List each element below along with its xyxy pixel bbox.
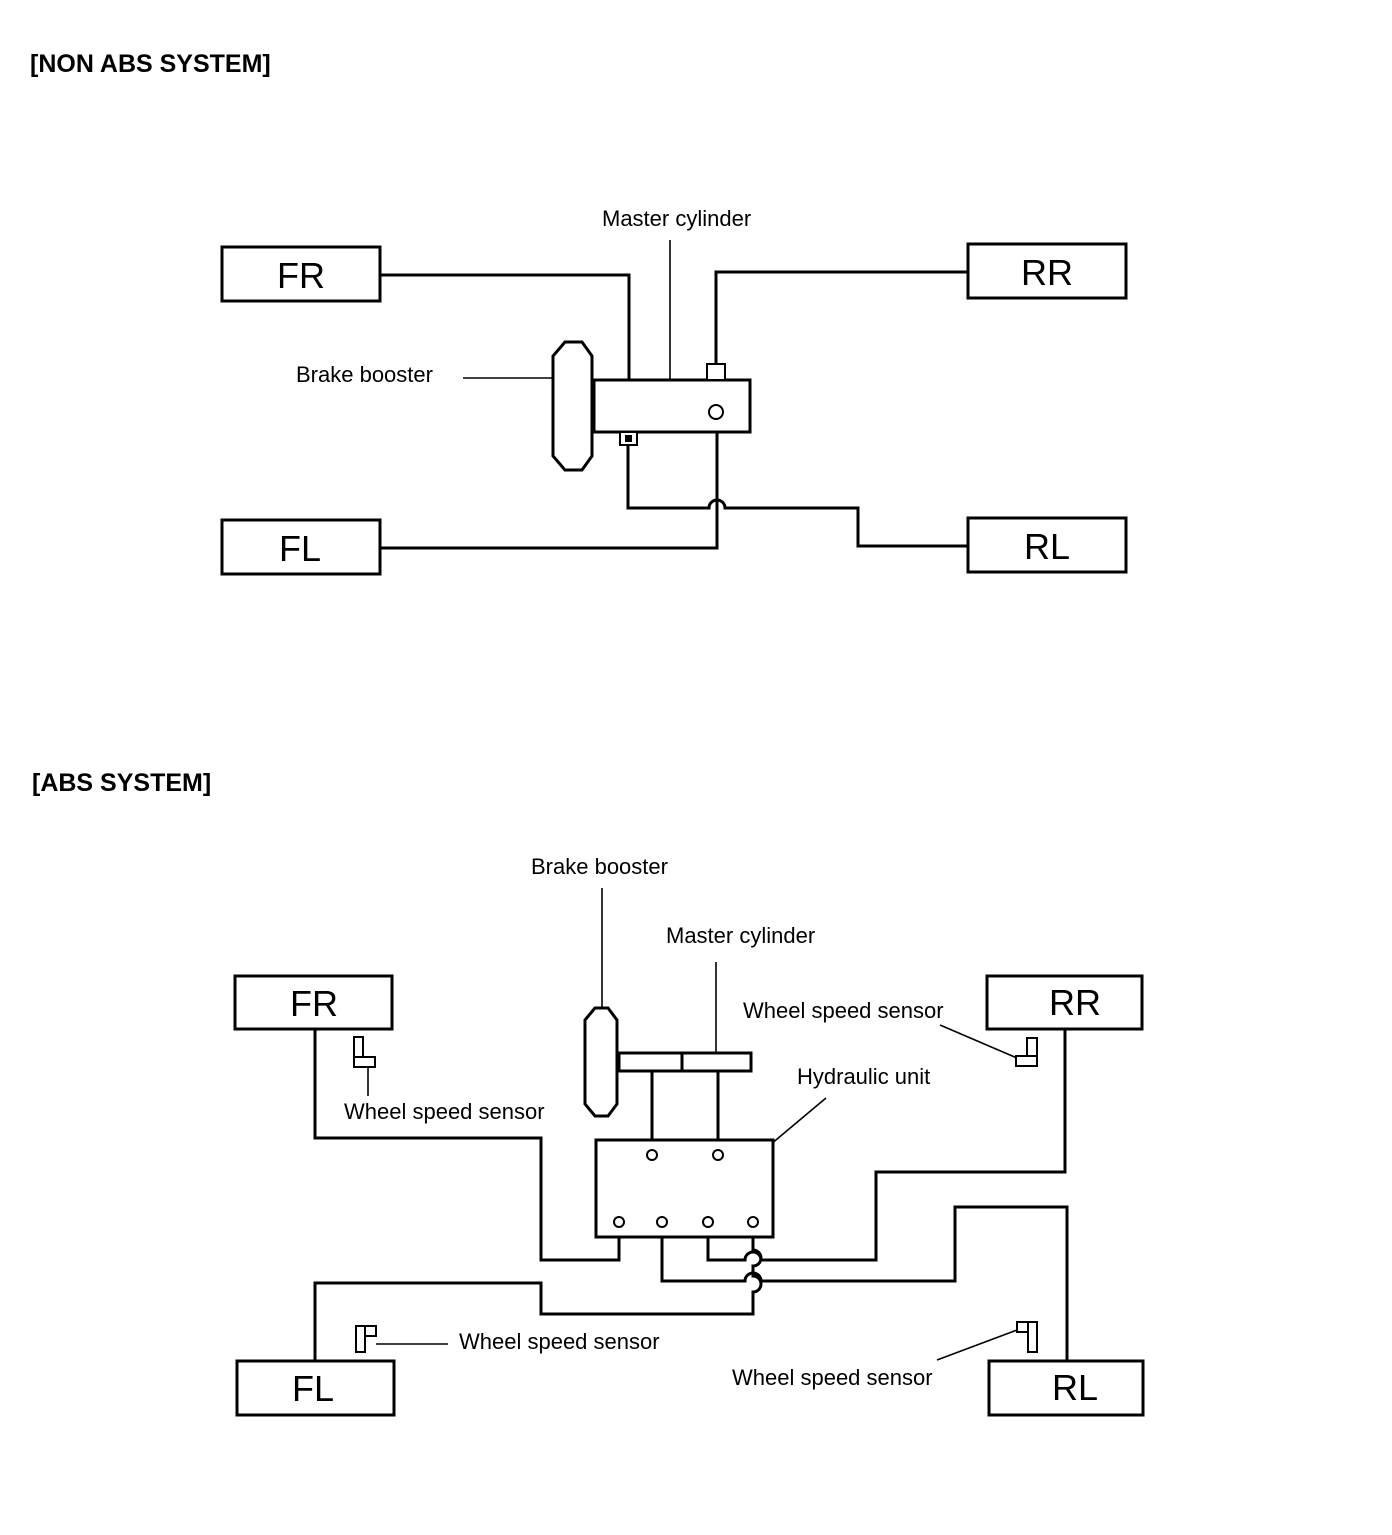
- abs-section: [ABS SYSTEM] FR RR FL RL: [32, 769, 1145, 1417]
- abs-wheel-box-rr: [985, 974, 1144, 1031]
- abs-label-brake-booster: Brake booster: [531, 854, 668, 879]
- wss-fl-sensor: [355, 1325, 377, 1353]
- line-rr: [714, 270, 967, 366]
- wheel-label-fl: FL: [279, 528, 321, 569]
- hu-inlet-port-2: [712, 1149, 724, 1161]
- abs-label-master-cylinder: Master cylinder: [666, 923, 815, 948]
- abs-wheel-box-fl: [235, 1359, 396, 1417]
- line-fr: [380, 273, 631, 380]
- non-abs-title: [NON ABS SYSTEM]: [30, 50, 271, 78]
- abs-wheel-box-fr: [233, 974, 394, 1031]
- non-abs-section: [NON ABS SYSTEM] FR RR FL RL Master cyli…: [30, 50, 1128, 576]
- label-brake-booster: Brake booster: [296, 362, 433, 387]
- hu-outlet-port-3: [702, 1216, 714, 1228]
- hu-inlet-port-1: [646, 1149, 658, 1161]
- brake-booster: [551, 340, 594, 472]
- abs-line-fr: [313, 1029, 621, 1262]
- abs-brake-booster: [583, 1006, 619, 1118]
- wss-rl-sensor: [1016, 1321, 1038, 1353]
- wheel-label-rr: RR: [1021, 252, 1073, 293]
- hydraulic-unit: [594, 1138, 775, 1239]
- wheel-label-fr: FR: [277, 255, 325, 296]
- abs-wheel-box-rl: [987, 1359, 1145, 1417]
- line-fl: [380, 412, 719, 550]
- abs-wheel-label-rr: RR: [1049, 982, 1101, 1023]
- abs-label-hydraulic-unit: Hydraulic unit: [797, 1064, 930, 1089]
- hu-outlet-port-4: [747, 1216, 759, 1228]
- abs-title: [ABS SYSTEM]: [32, 769, 211, 797]
- master-cylinder-reservoir-port: [706, 363, 726, 381]
- master-cylinder: [592, 378, 752, 434]
- wheel-label-rl: RL: [1024, 526, 1070, 567]
- abs-master-cylinder-secondary: [680, 1051, 753, 1073]
- wss-fr-sensor: [353, 1036, 376, 1068]
- wss-rr-leader: [939, 1024, 1018, 1059]
- abs-label-wss-rl: Wheel speed sensor: [732, 1365, 933, 1390]
- abs-wheel-label-rl: RL: [1052, 1367, 1098, 1408]
- outlet-port-dot: [625, 435, 632, 442]
- wss-rr-sensor: [1015, 1037, 1038, 1067]
- abs-line-rl: [660, 1205, 1069, 1360]
- abs-label-wss-rr: Wheel speed sensor: [743, 998, 944, 1023]
- master-cylinder-outlet-circle: [708, 404, 724, 420]
- wheel-box-rr: [966, 242, 1128, 300]
- wheel-box-rl: [966, 516, 1128, 574]
- abs-wheel-label-fr: FR: [290, 983, 338, 1024]
- hu-outlet-port-2: [656, 1216, 668, 1228]
- abs-label-wss-fr: Wheel speed sensor: [344, 1099, 545, 1124]
- abs-line-rr: [706, 1029, 1067, 1262]
- wheel-box-fr: [220, 245, 382, 303]
- wheel-box-fl: [220, 518, 382, 576]
- line-rl: [626, 445, 967, 548]
- abs-master-cylinder-primary: [617, 1051, 684, 1073]
- abs-wheel-label-fl: FL: [292, 1368, 334, 1409]
- abs-label-wss-fl: Wheel speed sensor: [459, 1329, 660, 1354]
- label-master-cylinder: Master cylinder: [602, 206, 751, 231]
- wss-rl-leader: [936, 1329, 1018, 1361]
- hu-outlet-port-1: [613, 1216, 625, 1228]
